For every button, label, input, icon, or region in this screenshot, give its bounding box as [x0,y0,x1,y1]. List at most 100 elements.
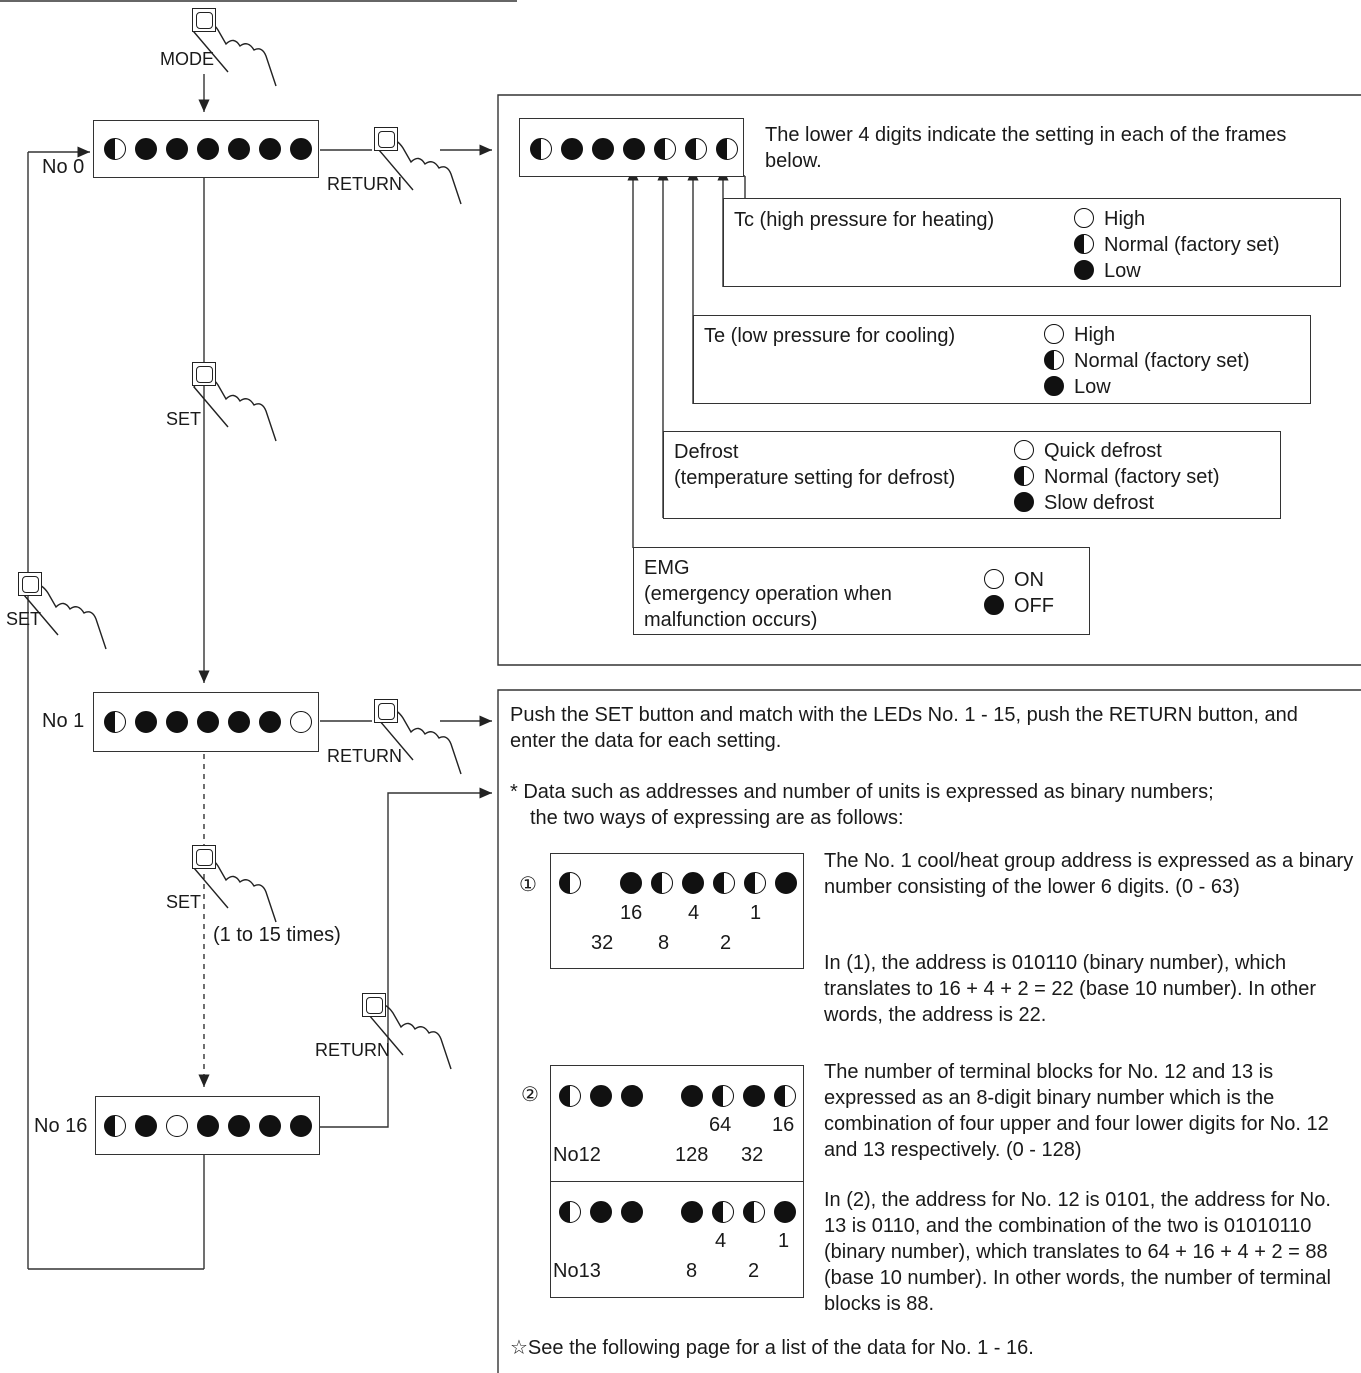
bit-weight: 1 [778,1230,790,1252]
te-frame: Te (low pressure for cooling) High Norma… [693,315,1311,404]
example1-panel: 16 4 1 32 8 2 [550,853,804,969]
led-blink-icon [559,1201,581,1223]
half-circle-icon [1074,234,1094,254]
led-on-icon [166,138,188,160]
led-blink-icon [104,138,126,160]
return-label: RETURN [327,174,402,194]
led-blink-icon [743,1201,765,1223]
bit-weight: 16 [620,902,643,924]
led-blink-icon [559,1085,581,1107]
led-on-icon [621,1085,643,1107]
led-on-icon [290,138,312,160]
led-on-icon [682,872,704,894]
led-on-icon [259,711,281,733]
set-button-icon[interactable] [192,845,216,869]
no0-label: No 0 [42,156,85,178]
return-button-icon[interactable] [362,993,386,1017]
led-on-icon [259,1115,281,1137]
led-blink-icon [651,872,673,894]
led-on-icon [166,711,188,733]
tc-opt: Low [1104,260,1141,282]
return-button-icon[interactable] [374,699,398,723]
return-button-icon[interactable] [374,127,398,151]
led-on-icon [743,1085,765,1107]
led-on-icon [135,711,157,733]
led-on-icon [135,138,157,160]
led-panel-detail [519,118,744,177]
led-on-icon [592,138,614,160]
return-label: RETURN [315,1040,390,1060]
led-row [104,1115,312,1137]
led-on-icon [681,1201,703,1223]
led-on-icon [774,1201,796,1223]
led-on-icon [561,138,583,160]
set-label: SET [6,609,42,629]
filled-circle-icon [1014,492,1034,512]
set-label: SET [166,409,202,429]
led-panel-no0 [93,120,319,178]
emg-frame: EMG (emergency operation when malfunctio… [633,547,1090,635]
example2-mark: ② [521,1084,539,1106]
data-note-line1: * Data such as addresses and number of u… [510,781,1214,803]
tc-title: Tc (high pressure for heating) [734,209,995,231]
led-row [681,1201,796,1223]
led-off-icon [290,711,312,733]
led-blink-icon [712,1201,734,1223]
bit-weight: 16 [772,1114,795,1136]
no12-label: No12 [553,1144,601,1166]
led-on-icon [259,138,281,160]
led-blink-icon [104,711,126,733]
half-circle-icon [1014,466,1034,486]
half-circle-icon [1044,350,1064,370]
led-on-icon [590,1201,612,1223]
filled-circle-icon [984,595,1004,615]
example2-text2: In (2), the address for No. 12 is 0101, … [824,1189,1331,1315]
led-row [559,1201,643,1223]
tc-opt: Normal (factory set) [1104,234,1280,256]
led-blink-icon [530,138,552,160]
led-blink-icon [713,872,735,894]
defrost-title: Defrost [674,441,739,463]
led-on-icon [620,872,642,894]
led-blink-icon [685,138,707,160]
led-on-icon [197,1115,219,1137]
defrost-frame: Defrost (temperature setting for defrost… [663,431,1281,519]
set-button-icon[interactable] [18,572,42,596]
filled-circle-icon [1044,376,1064,396]
led-on-icon [228,1115,250,1137]
led-on-icon [621,1201,643,1223]
mode-button-icon[interactable] [192,8,216,32]
detail-intro: The lower 4 digits indicate the setting … [765,124,1287,172]
led-on-icon [681,1085,703,1107]
open-circle-icon [1044,324,1064,344]
bit-weight: 1 [750,902,762,924]
led-row [559,872,581,894]
led-on-icon [228,711,250,733]
led-blink-icon [774,1085,796,1107]
led-on-icon [135,1115,157,1137]
bit-weight: 32 [591,932,614,954]
emg-opt: ON [1014,569,1044,591]
te-opt: Normal (factory set) [1074,350,1250,372]
emg-line2: (emergency operation when [644,583,892,605]
open-circle-icon [1074,208,1094,228]
te-title: Te (low pressure for cooling) [704,325,956,347]
bit-weight: 2 [748,1260,760,1282]
led-row [559,1085,643,1107]
example2-panel-no13: 4 1 No13 8 2 [550,1181,804,1298]
led-blink-icon [712,1085,734,1107]
defrost-subtitle: (temperature setting for defrost) [674,467,956,489]
led-blink-icon [654,138,676,160]
example1-text1: The No. 1 cool/heat group address is exp… [824,850,1354,898]
led-blink-icon [744,872,766,894]
bit-weight: 64 [709,1114,732,1136]
bit-weight: 8 [658,932,670,954]
led-blink-icon [559,872,581,894]
te-opt: High [1074,324,1116,346]
emg-title: EMG [644,557,690,579]
led-on-icon [290,1115,312,1137]
led-row [104,138,312,160]
no1-label: No 1 [42,710,85,732]
set-button-icon[interactable] [192,362,216,386]
led-row [620,872,797,894]
